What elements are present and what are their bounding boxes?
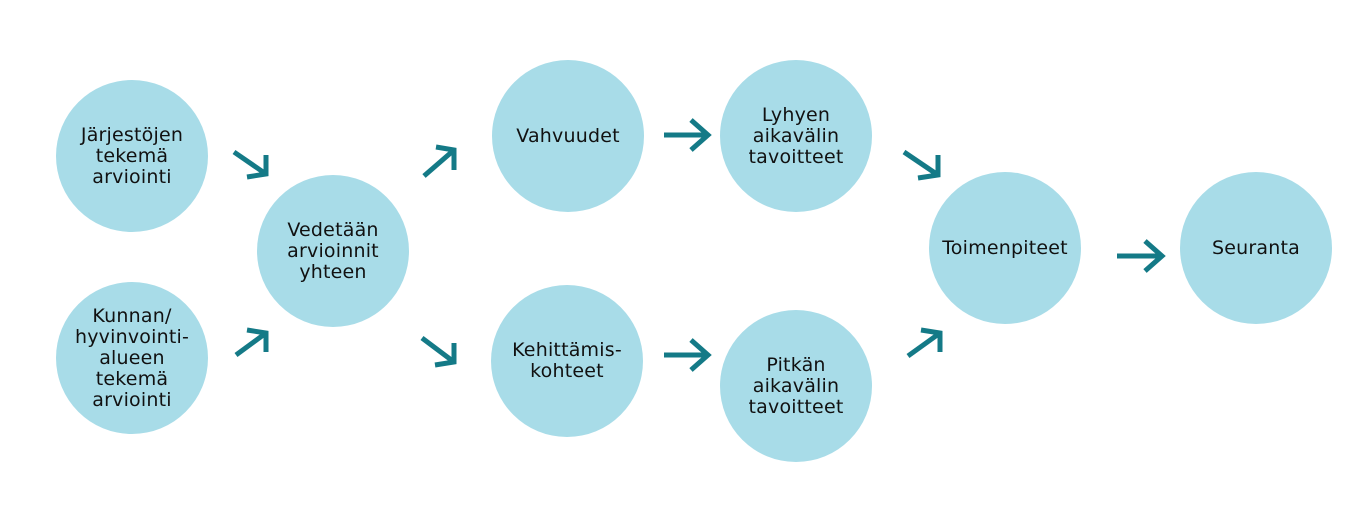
- node-toimenpiteet: Toimenpiteet: [929, 172, 1081, 324]
- node-vahvuudet: Vahvuudet: [492, 60, 644, 212]
- arrow-vedetaan-to-vahvuudet: [422, 144, 457, 178]
- node-label: Vedetään arvioinnit yhteen: [287, 218, 379, 283]
- arrow-pitkan-to-toimenpiteet: [906, 327, 943, 359]
- node-label: Toimenpiteet: [942, 236, 1068, 259]
- arrow-toimenpiteet-to-seuranta: [1117, 239, 1166, 273]
- node-vedetaan-yhteen: Vedetään arvioinnit yhteen: [257, 175, 409, 327]
- node-label: Vahvuudet: [516, 124, 620, 147]
- arrow-kehittamis-to-pitkan: [664, 338, 712, 372]
- arrow-jarjestojen-to-vedetaan: [232, 149, 269, 180]
- arrow-kunnan-to-vedetaan: [234, 327, 269, 358]
- node-lyhyen-tavoitteet: Lyhyen aikavälin tavoitteet: [720, 60, 872, 212]
- node-label: Järjestöjen tekemä arviointi: [80, 123, 184, 188]
- node-label: Seuranta: [1212, 236, 1300, 259]
- node-seuranta: Seuranta: [1180, 172, 1332, 324]
- arrow-vedetaan-to-kehittamis: [420, 336, 457, 368]
- node-label: Kunnan/ hyvinvointi- alueen tekemä arvio…: [74, 304, 190, 411]
- arrow-vahvuudet-to-lyhyen: [664, 118, 712, 152]
- node-label: Pitkän aikavälin tavoitteet: [748, 353, 844, 418]
- node-pitkan-tavoitteet: Pitkän aikavälin tavoitteet: [720, 310, 872, 462]
- node-kunnan-arviointi: Kunnan/ hyvinvointi- alueen tekemä arvio…: [56, 282, 208, 434]
- arrow-lyhyen-to-toimenpiteet: [902, 149, 941, 181]
- node-jarjestojen-arviointi: Järjestöjen tekemä arviointi: [56, 80, 208, 232]
- node-kehittamiskohteet: Kehittämis- kohteet: [491, 285, 643, 437]
- node-label: Lyhyen aikavälin tavoitteet: [748, 103, 844, 168]
- node-label: Kehittämis- kohteet: [512, 339, 622, 382]
